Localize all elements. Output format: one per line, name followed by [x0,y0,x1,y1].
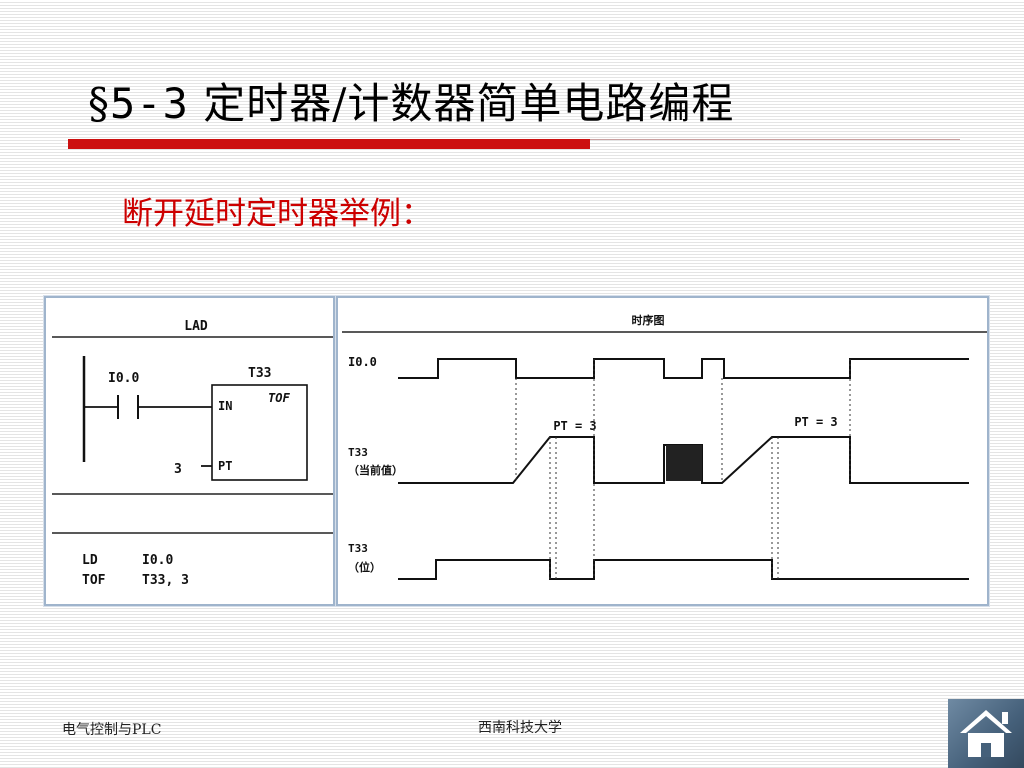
contact-label: I0.0 [108,371,139,386]
stl-op-1: LD [82,553,98,568]
title-underline-red [68,139,590,149]
signal-label-i00: I0.0 [348,355,377,369]
timing-diagram-panel: 时序图 I0.0 T33 （当前值） T33 （位） PT = 3 PT = 3 [335,295,990,607]
footer-course-name: 电气控制与PLC [62,722,162,738]
timer-type: TOF [268,391,290,405]
signal-label-t33-bit: T33 [348,542,368,555]
timing-header: 时序图 [632,313,665,327]
stl-arg-1: I0.0 [142,553,173,568]
waveform-i00 [398,358,969,379]
title-number: 5-3 [110,79,189,128]
signal-label-t33-value-sub: （当前值） [348,463,403,477]
slide-subtitle: 断开延时定时器举例： [122,196,432,232]
signal-label-t33-value: T33 [348,446,368,459]
stl-arg-2: T33, 3 [142,573,189,588]
title-text: 定时器/计数器简单电路编程 [203,79,735,128]
waveform-t33-bit [398,559,969,580]
footer-university: 西南科技大学 [478,720,562,736]
slide-title: §5-3 定时器/计数器简单电路编程 [88,70,734,131]
title-section-sign: § [88,79,110,128]
home-button[interactable] [948,699,1024,768]
ladder-diagram: LAD I0.0 T33 IN TOF PT 3 LD I0.0 TOF T33… [52,319,333,588]
timer-pt-value: 3 [174,462,182,477]
timer-pt-pin: PT [218,459,232,473]
pt-label-2: PT = 3 [794,415,837,429]
title-underline-gray [590,139,960,140]
timing-diagram: 时序图 I0.0 T33 （当前值） T33 （位） PT = 3 PT = 3 [342,313,987,580]
ladder-diagram-panel: LAD I0.0 T33 IN TOF PT 3 LD I0.0 TOF T33… [43,295,336,607]
timing-guides [515,359,851,579]
reset-block [666,445,702,481]
stl-op-2: TOF [82,573,106,588]
timer-in-pin: IN [218,399,232,413]
home-icon [960,710,1012,757]
lad-header: LAD [184,319,208,334]
timer-box [211,384,308,481]
pt-label-1: PT = 3 [553,419,596,433]
timer-label: T33 [248,366,271,381]
signal-label-t33-bit-sub: （位） [348,560,381,574]
